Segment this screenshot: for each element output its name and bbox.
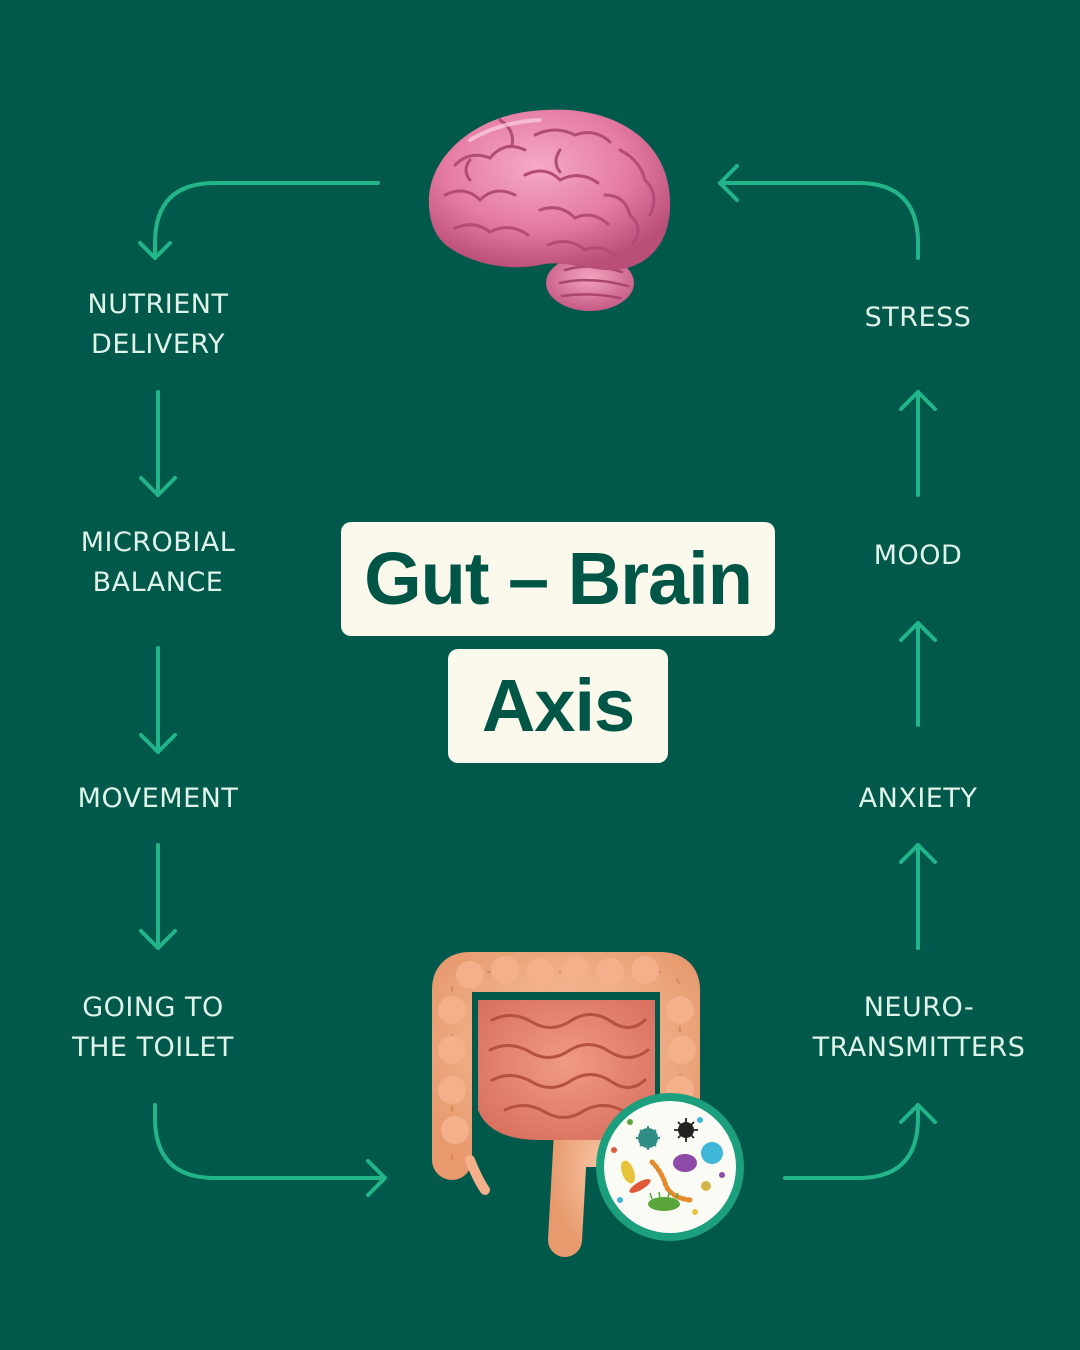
arrowhead-toilet-to-gut [366,1159,387,1197]
label-line: MOVEMENT [77,783,239,814]
arrow-brain-to-nutrient [153,181,380,260]
label-stress: STRESS [798,298,1038,338]
arrowhead-nutrient-to-microbial [139,476,177,497]
arrowhead-movement-to-toilet [139,929,177,950]
label-line: THE TOILET [72,1032,234,1063]
label-line: TRANSMITTERS [812,1032,1026,1063]
microbes-icon [596,1093,744,1241]
label-line: NUTRIENT [87,289,229,320]
label-line: MICROBIAL [80,527,236,558]
label-line: STRESS [864,302,972,333]
arrowhead-mood-to-stress [899,390,937,411]
label-line: DELIVERY [91,329,225,360]
arrow-stress-to-brain [718,181,920,260]
label-microbial-balance: MICROBIAL BALANCE [38,523,278,603]
arrow-gut-to-neuro [783,1103,920,1180]
label-line: GOING TO [82,992,224,1023]
arrowhead-stress-to-brain [718,164,739,202]
label-line: NEURO- [863,992,975,1023]
label-going-to-the-toilet: GOING TO THE TOILET [28,988,278,1068]
arrowhead-brain-to-nutrient [138,241,172,260]
arrows-left [138,181,387,1197]
label-neurotransmitters: NEURO- TRANSMITTERS [788,988,1050,1068]
label-movement: MOVEMENT [38,779,278,819]
label-line: ANXIETY [858,783,978,814]
label-mood: MOOD [798,536,1038,576]
arrow-toilet-to-gut [153,1103,387,1180]
arrows-right [718,164,937,1180]
arrowhead-microbial-to-movement [139,733,177,754]
title-line-1: Gut – Brain [341,522,775,636]
brain-icon [428,109,671,311]
arrowhead-anxiety-to-mood [899,621,937,642]
title-line-2: Axis [448,649,668,763]
arrowhead-neuro-to-anxiety [899,843,937,864]
label-line: MOOD [873,540,963,571]
label-nutrient-delivery: NUTRIENT DELIVERY [38,285,278,365]
arrowhead-gut-to-neuro [899,1103,937,1124]
label-anxiety: ANXIETY [798,779,1038,819]
label-line: BALANCE [92,567,224,598]
